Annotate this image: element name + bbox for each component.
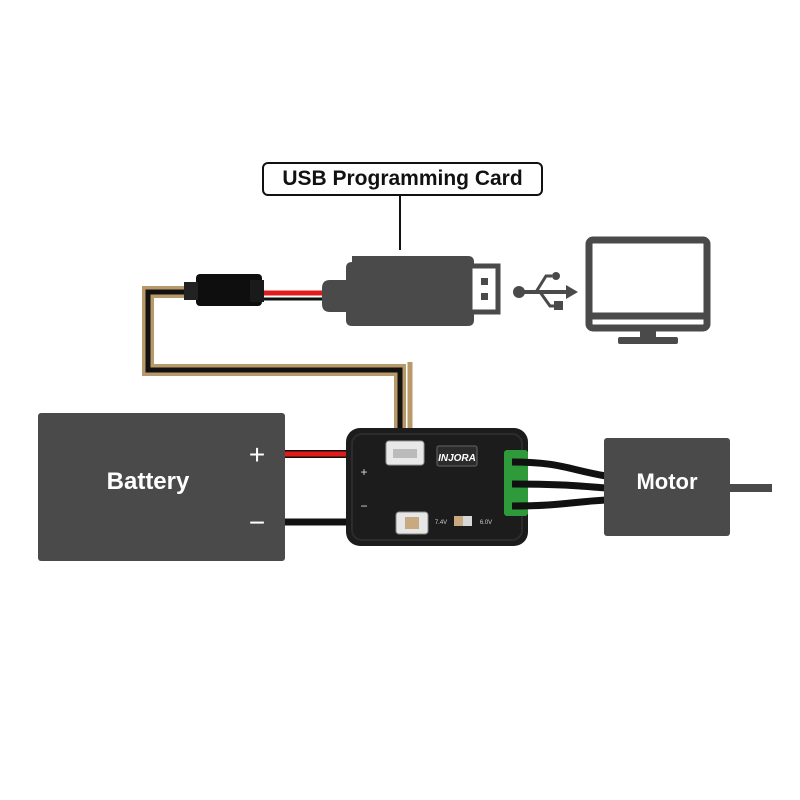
monitor-icon (585, 236, 711, 344)
motor-wire-b-label: B (514, 483, 518, 489)
esc-controller (346, 428, 528, 546)
usb-programming-card (322, 256, 501, 326)
voltage-low-label: 7.4V (435, 520, 447, 526)
esc-positive-sign: + (360, 465, 367, 479)
esc-brand-logo: INJORA (438, 453, 476, 464)
battery-block (38, 413, 285, 561)
motor-wires (511, 458, 607, 510)
motor-block (604, 438, 730, 536)
usb-icon (513, 272, 578, 310)
battery-positive-sign: + (249, 439, 265, 470)
usb-programming-card-label: USB Programming Card (262, 162, 543, 196)
motor-label: Motor (636, 469, 698, 494)
motor-wire-c-label: C (514, 505, 519, 511)
esc-negative-sign: − (360, 499, 367, 513)
battery-label: Battery (106, 468, 190, 495)
voltage-high-label: 6.0V (480, 520, 492, 526)
battery-negative-sign: − (249, 507, 265, 538)
motor-wire-a-label: A (514, 461, 518, 467)
servo-connector (184, 274, 264, 306)
